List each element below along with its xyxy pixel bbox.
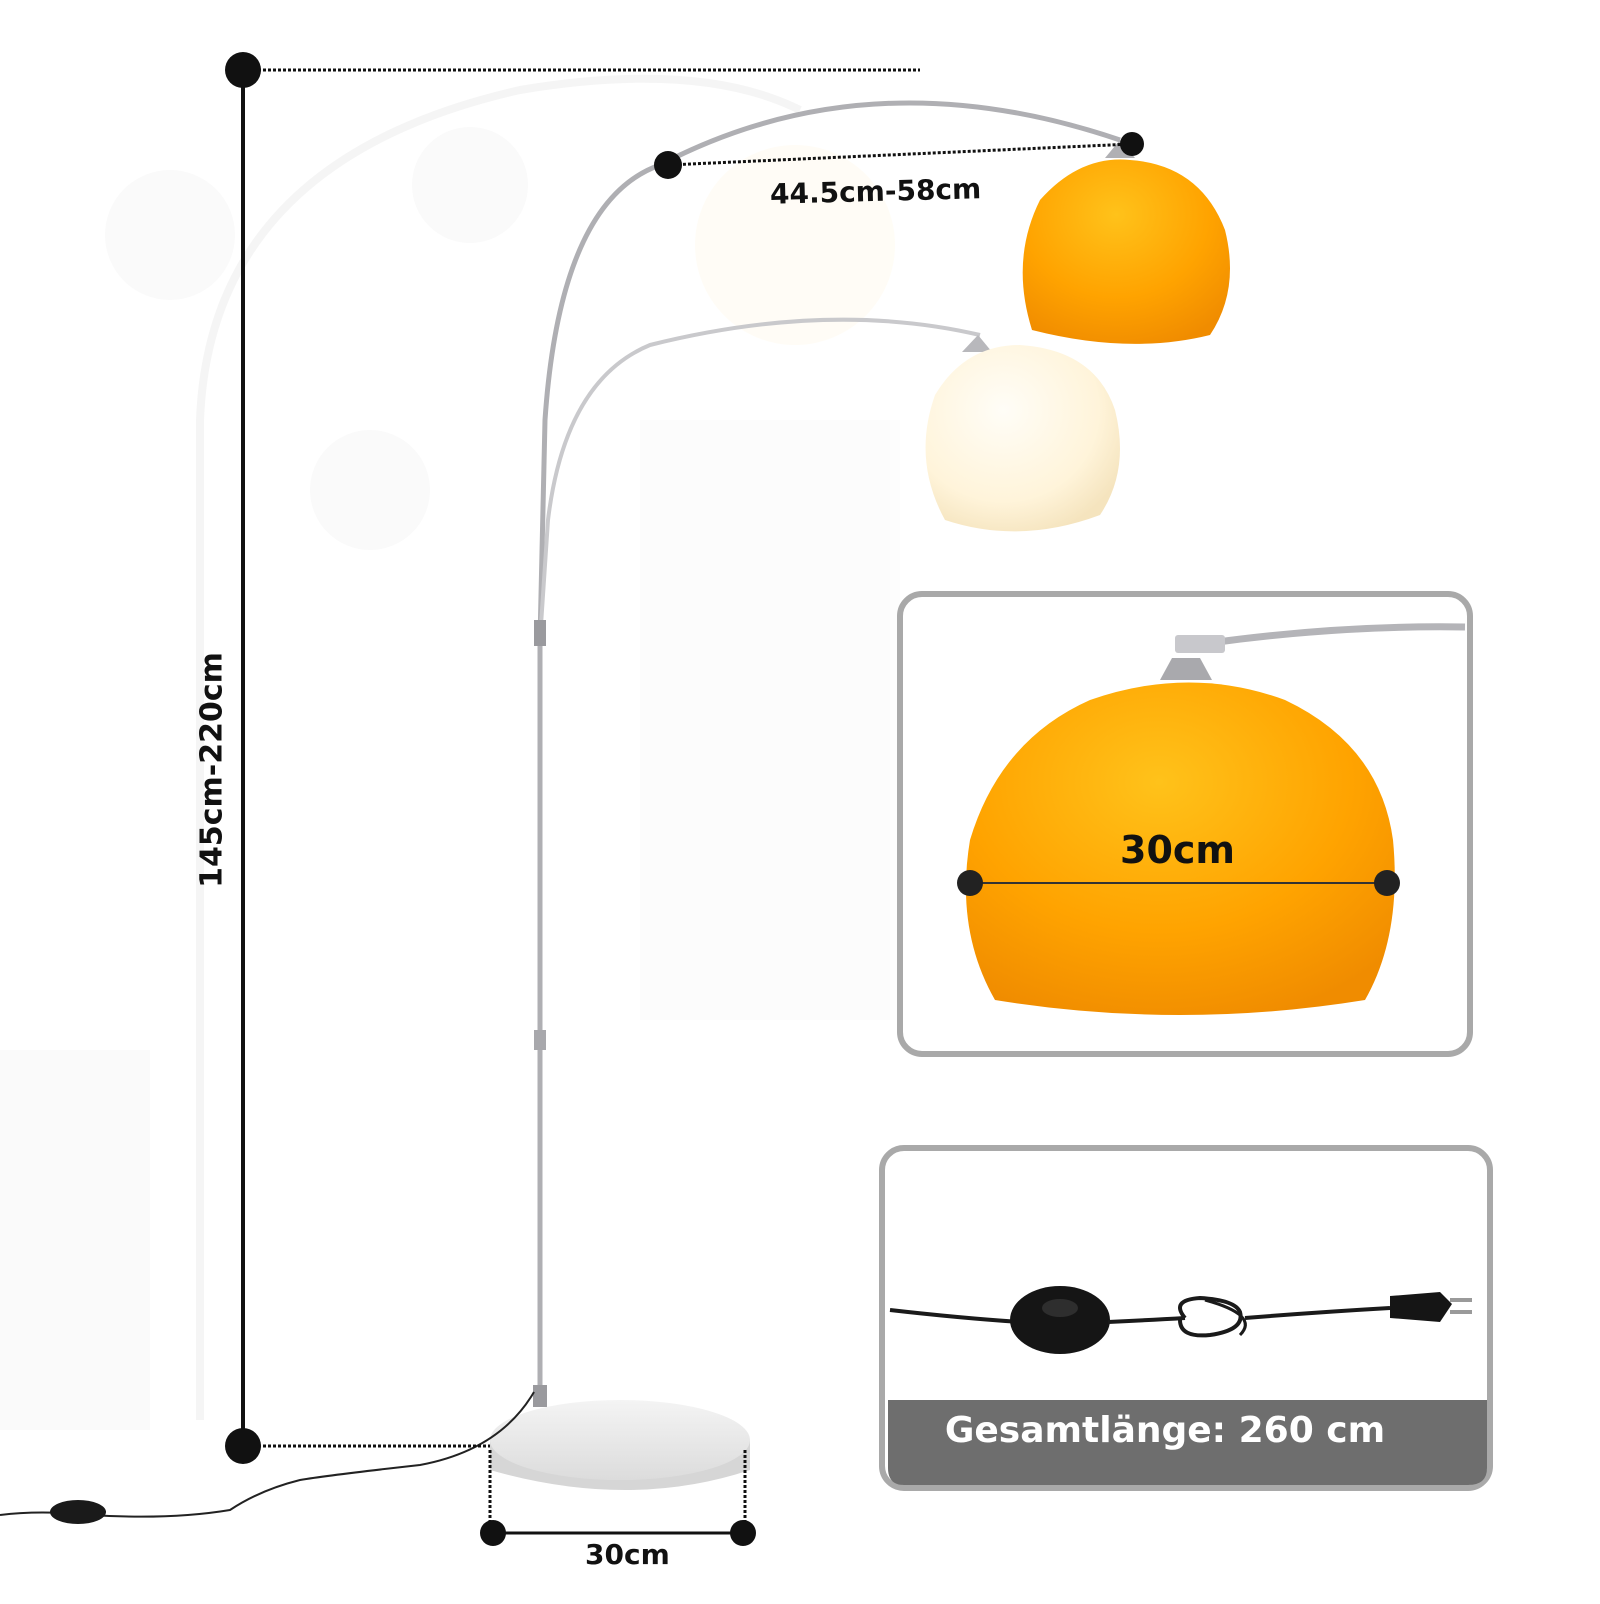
- height-range-label: 145cm-220cm: [194, 652, 230, 888]
- upper-shade: [1022, 140, 1230, 344]
- height-dimension: [225, 52, 920, 1464]
- base-diameter-label: 30cm: [585, 1538, 670, 1571]
- background-scene: [0, 74, 900, 1430]
- cable-length-label: Gesamtlänge: 260 cm: [944, 1410, 1386, 1451]
- arm-dimension: [654, 132, 1144, 179]
- foot-switch: [50, 1500, 106, 1524]
- shade-diameter-label: 30cm: [1120, 828, 1236, 872]
- pole-joint: [534, 620, 546, 646]
- arm-range-label: 44.5cm-58cm: [769, 172, 982, 211]
- foot-switch: [1010, 1286, 1110, 1354]
- lower-arc: [538, 317, 981, 641]
- pole-joint: [534, 1030, 546, 1050]
- cable-detail-panel: [879, 1145, 1493, 1491]
- lower-shade: [925, 335, 1120, 532]
- pole-joint: [533, 1385, 547, 1407]
- shade-detail-panel: [897, 591, 1473, 1057]
- lamp-base: [490, 1400, 750, 1490]
- base-dimension: [480, 1450, 756, 1546]
